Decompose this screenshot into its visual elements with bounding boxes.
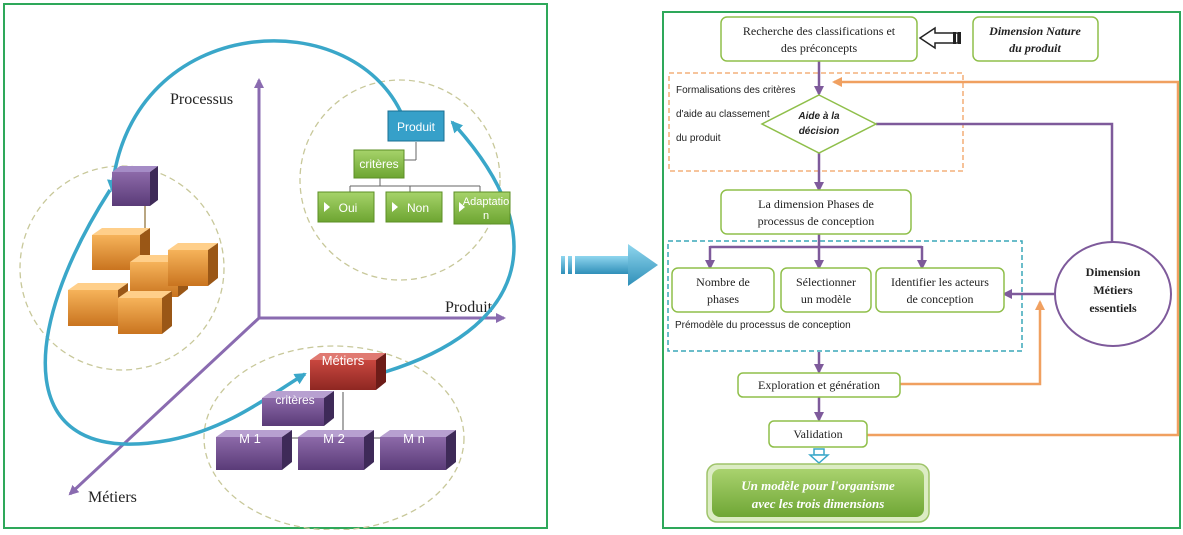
- cycle-arrow-product-to-process: [107, 39, 407, 192]
- classification-box-line-2: des préconcepts: [781, 41, 858, 55]
- nature-box-line-1: Dimension Nature: [988, 24, 1081, 38]
- feedback-exploration-to-premodel: [900, 300, 1045, 386]
- jobs-leaf-m1-label: M 1: [239, 431, 261, 446]
- premodel-label: Prémodèle du processus de conception: [675, 320, 851, 331]
- jobs-criteria-label: critères: [275, 393, 314, 407]
- final-box: [712, 469, 924, 517]
- metiers-dimension-circle: [1054, 241, 1172, 347]
- process-org-chart: [68, 166, 218, 334]
- final-box-line-2: avec les trois dimensions: [752, 496, 885, 511]
- sub-box-phases-count-line-1: Nombre de: [696, 275, 750, 289]
- jobs-leaf-m2-label: M 2: [323, 431, 345, 446]
- decision-diamond-line-2: décision: [799, 126, 840, 137]
- feedback-validation-to-top: [832, 77, 1180, 437]
- phases-box: [720, 189, 912, 235]
- sub-box-identify-actors-line-2: de conception: [907, 292, 974, 306]
- final-down-arrow: [808, 448, 830, 465]
- jobs-leaf-mn-label: M n: [403, 431, 425, 446]
- jobs-leaf-m2: M 2: [298, 430, 374, 470]
- jobs-criteria-node: critères: [262, 391, 334, 426]
- transition-arrow: [561, 244, 658, 286]
- process-root-node: [112, 172, 150, 206]
- product-root-label: Produit: [397, 120, 436, 134]
- exploration-box-label: Exploration et génération: [758, 378, 880, 392]
- premodel-region: [667, 240, 1023, 352]
- product-axis-label: Produit: [445, 299, 493, 316]
- sub-box-identify-actors-line-1: Identifier les acteurs: [891, 275, 989, 289]
- product-leaf-adaptation-label-1: Adaptatio: [463, 196, 509, 208]
- nature-box-line-2: du produit: [1009, 41, 1061, 55]
- sub-box-phases-count-line-2: phases: [707, 292, 739, 306]
- product-leaf-non-label: Non: [407, 201, 429, 215]
- process-axis-label: Processus: [170, 91, 233, 108]
- jobs-axis-label: Métiers: [88, 489, 137, 506]
- product-tree: Produit critères Oui Non Adaptatio n: [317, 110, 511, 225]
- process-block-5: [118, 291, 172, 334]
- product-criteria-label: critères: [359, 157, 398, 171]
- product-criteria-node: [353, 149, 405, 179]
- product-leaf-oui: Oui: [317, 191, 375, 223]
- metiers-circle-line-3: essentiels: [1089, 301, 1137, 315]
- jobs-tree: Métiers critères M 1 M 2 M n: [216, 353, 456, 470]
- process-block-3: [168, 243, 218, 286]
- product-leaf-adaptation: Adaptatio n: [453, 191, 511, 225]
- sub-box-select-model-line-1: Sélectionner: [796, 275, 856, 289]
- metiers-circle-line-1: Dimension: [1086, 265, 1141, 279]
- cycle-arrow-process-to-jobs: [43, 189, 307, 446]
- metiers-circle-line-2: Métiers: [1093, 283, 1133, 297]
- classification-box: [720, 16, 918, 62]
- validation-box: [768, 420, 868, 448]
- validation-box-label: Validation: [793, 427, 842, 441]
- classification-box-line-1: Recherche des classifications et: [743, 24, 896, 38]
- jobs-leaf-mn: M n: [380, 430, 456, 470]
- sub-box-identify-actors: [875, 267, 1005, 313]
- product-leaf-non: Non: [385, 191, 443, 223]
- formalisation-region: [668, 72, 964, 172]
- formalisation-text-line-1: Formalisations des critères: [676, 85, 795, 96]
- formalisation-text-line-2: d'aide au classement: [676, 109, 770, 120]
- cycle-arrow-jobs-to-product: [384, 120, 516, 374]
- product-leaf-adaptation-label-2: n: [483, 210, 489, 222]
- jobs-root-label: Métiers: [322, 353, 365, 368]
- product-cluster-circle: [299, 79, 501, 281]
- final-box-line-1: Un modèle pour l'organisme: [741, 478, 895, 493]
- flow-diamond-to-metiers: [876, 122, 1117, 254]
- jobs-leaf-m1: M 1: [216, 430, 292, 470]
- sub-box-select-model-line-2: un modèle: [801, 292, 851, 306]
- decision-diamond-line-1: Aide à la: [797, 111, 840, 122]
- jobs-root-node: Métiers: [310, 353, 386, 390]
- sub-box-select-model: [780, 267, 872, 313]
- phases-box-line-2: processus de conception: [758, 214, 875, 228]
- nature-box: [972, 16, 1099, 62]
- sub-box-phases-count: [671, 267, 775, 313]
- formalisation-text-line-3: du produit: [676, 133, 721, 144]
- exploration-box: [737, 372, 901, 398]
- process-cluster-circle: [19, 165, 225, 371]
- jobs-axis: [68, 316, 261, 496]
- product-root-node: [387, 110, 445, 142]
- nature-input-arrow: [918, 26, 961, 50]
- decision-diamond: [760, 94, 878, 154]
- phases-box-line-1: La dimension Phases de: [758, 197, 874, 211]
- product-leaf-oui-label: Oui: [339, 201, 358, 215]
